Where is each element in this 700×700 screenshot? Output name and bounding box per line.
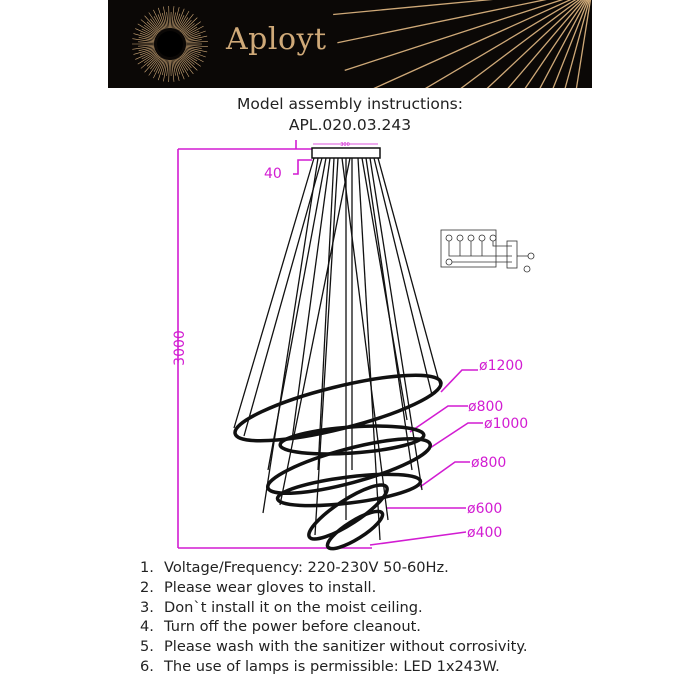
total-height-label: 3000 xyxy=(172,330,188,366)
rings xyxy=(233,373,443,551)
ring-label-2: ø800 xyxy=(468,399,503,415)
cable xyxy=(233,157,315,429)
list-item: 5.Please wash with the sanitizer without… xyxy=(140,638,528,656)
cable xyxy=(357,157,381,541)
cable xyxy=(373,157,433,396)
canopy-width-label: 300 xyxy=(340,142,350,148)
cable xyxy=(243,157,323,437)
ring-label-6: ø400 xyxy=(467,525,502,541)
cable xyxy=(267,157,327,471)
dimension-lines xyxy=(177,140,483,549)
cable xyxy=(279,157,351,506)
ring-label-1: ø1200 xyxy=(479,358,523,374)
cable xyxy=(317,157,335,471)
cable xyxy=(369,157,423,491)
model-number: APL.020.03.243 xyxy=(288,116,412,134)
cable xyxy=(341,157,389,521)
canopy-height-label: 40 xyxy=(264,166,282,182)
document-title: Model assembly instructions: xyxy=(237,95,463,113)
suspension-cables xyxy=(233,157,441,541)
list-item: 4.Turn off the power before cleanout. xyxy=(140,618,421,636)
ring-label-5: ø600 xyxy=(467,501,502,517)
wiring-schematic-icon xyxy=(440,229,535,273)
cable xyxy=(377,157,441,386)
cable xyxy=(314,157,339,536)
list-item: 2.Please wear gloves to install. xyxy=(140,578,377,596)
instructions-list: 1.Voltage/Frequency: 220-230V 50-60Hz. 2… xyxy=(140,558,528,677)
chandelier-diagram: 300 40 3000 ø1200 ø800 ø1000 ø800 ø600 ø… xyxy=(172,140,535,551)
list-item: 3.Don`t install it on the moist ceiling. xyxy=(140,598,423,616)
ring-label-4: ø800 xyxy=(471,455,506,471)
brand-banner: Aployt xyxy=(108,0,592,88)
ring-label-3: ø1000 xyxy=(484,416,528,432)
brand-logo-text: Aployt xyxy=(226,22,327,57)
cable xyxy=(291,157,331,441)
cable xyxy=(262,157,319,514)
list-item: 1.Voltage/Frequency: 220-230V 50-60Hz. xyxy=(140,559,449,576)
sunburst-logo-icon xyxy=(132,0,592,88)
cable xyxy=(365,157,413,471)
list-item: 6.The use of lamps is permissible: LED 1… xyxy=(140,657,500,675)
canopy xyxy=(311,147,381,159)
